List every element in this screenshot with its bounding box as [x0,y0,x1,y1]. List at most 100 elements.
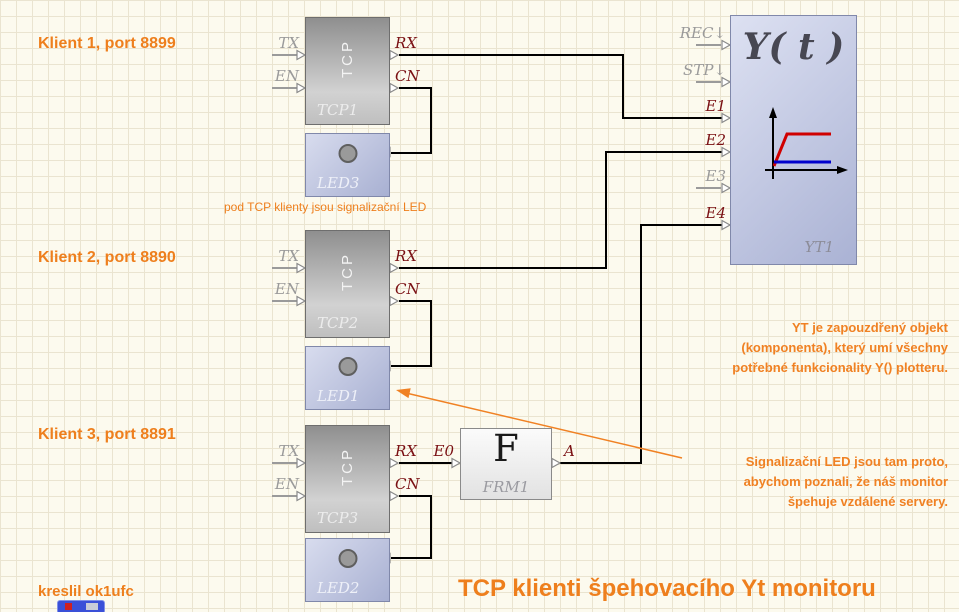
wire-frm-a-v [640,224,642,464]
led2-block[interactable]: LED2 [305,538,390,602]
yt-e4-pin-icon [721,219,731,231]
tcp1-vertical-label-wrap: TCP [306,22,389,94]
led2-indicator-icon [338,549,357,568]
tcp3-vertical-label-wrap: TCP [306,430,389,502]
tcp3-en-stub [272,495,297,497]
yt-e3-label: E3 [705,167,727,185]
yt-stp-pin-icon [721,76,731,88]
tcp2-cn-pin-icon [389,295,399,307]
wire-frm-a-h [560,462,642,464]
wire-e1-h [622,117,722,119]
tcp1-en-label: EN [274,67,299,85]
tcp3-en-label: EN [274,475,299,493]
partial-block-red-icon [65,603,72,610]
led-note: pod TCP klienty jsou signalizační LED [224,200,427,214]
client3-heading: Klient 3, port 8891 [38,426,176,443]
frm1-name: FRM1 [482,478,530,496]
wire-e2-h [605,151,722,153]
yt-stp-stub [696,81,721,83]
client2-heading: Klient 2, port 8890 [38,249,176,266]
tcp2-cn-label: CN [395,280,420,298]
yt-rec-stub [696,44,721,46]
wire-e4-h [640,224,722,226]
yt-annotation-line3: potřebné funkcionality Y() plotteru. [732,360,948,375]
yt1-name: YT1 [804,238,834,256]
tcp2-tx-label: TX [278,247,299,265]
frm1-a-pin-icon [551,457,561,469]
yt-e4-label: E4 [705,204,727,222]
wire-tcp3-cn-h [399,495,431,497]
tcp3-tx-label: TX [278,442,299,460]
wire-led3-h [391,152,431,154]
partial-block-gray-icon [86,603,98,610]
tcp1-cn-label: CN [395,67,420,85]
led-annotation-line3: špehuje vzdálené servery. [787,494,948,509]
tcp1-rx-pin-icon [389,49,399,61]
wire-tcp1-cn-v [430,87,432,154]
tcp3-name: TCP3 [317,509,359,527]
led-annotation-line2: abychom poznali, že náš monitor [743,474,948,489]
frm1-letter: F [493,427,519,470]
led-annotation: Signalizační LED jsou tam proto, abychom… [640,452,948,512]
yt-annotation: YT je zapouzdřený objekt (komponenta), k… [640,318,948,378]
tcp3-cn-pin-icon [389,490,399,502]
yt-rec-label: REC↓ [679,24,726,42]
wire-tcp2-rx-h [399,267,607,269]
tcp2-name: TCP2 [317,314,359,332]
wire-tcp1-rx-h [399,54,623,56]
annotation-arrow-icon [396,388,683,459]
tcp3-en-pin-icon [296,490,306,502]
frm1-e0-label: E0 [433,442,455,460]
tcp1-rx-label: RX [395,34,417,52]
tcp2-tx-stub [272,267,297,269]
tcp1-block[interactable]: TCP TCP1 [305,17,390,125]
tcp2-vertical-label-wrap: TCP [306,235,389,307]
tcp2-rx-pin-icon [389,262,399,274]
wire-tcp2-rx-v [605,151,607,269]
yt-e3-stub [696,187,721,189]
tcp2-en-label: EN [274,280,299,298]
tcp1-name: TCP1 [317,101,359,119]
yt-annotation-line1: YT je zapouzdřený objekt [791,320,948,335]
frm1-block[interactable]: F FRM1 [460,427,552,500]
led1-indicator-icon [338,357,357,376]
yt-rec-pin-icon [721,39,731,51]
tcp3-block[interactable]: TCP TCP3 [305,425,390,533]
tcp3-tx-stub [272,462,297,464]
tcp2-type-label: TCP [339,251,356,291]
yt-stp-label: STP↓ [683,61,726,79]
tcp1-cn-pin-icon [389,82,399,94]
tcp2-block[interactable]: TCP TCP2 [305,230,390,338]
tcp1-tx-pin-icon [296,49,306,61]
tcp1-en-pin-icon [296,82,306,94]
partial-block [57,600,105,612]
led1-name: LED1 [317,387,360,405]
wire-tcp2-cn-v [430,300,432,367]
tcp3-type-label: TCP [339,446,356,486]
tcp2-en-stub [272,300,297,302]
diagram-title: TCP klienti špehovacího Yt monitoru [458,575,876,602]
client1-heading: Klient 1, port 8899 [38,35,176,52]
wire-led2-h [391,557,431,559]
yt1-block[interactable]: Y( t ) YT1 [730,15,857,265]
wire-tcp1-cn-h [399,87,431,89]
wire-led1-h [391,365,431,367]
yt-e1-pin-icon [721,112,731,124]
wire-tcp3-rx-frm [399,462,452,464]
wire-tcp2-cn-h [399,300,431,302]
yt-e2-pin-icon [721,146,731,158]
yt-e1-label: E1 [705,97,727,115]
credit-text: kreslil ok1ufc [38,583,134,600]
led3-indicator-icon [338,144,357,163]
tcp1-tx-label: TX [278,34,299,52]
led3-block[interactable]: LED3 [305,133,390,197]
tcp3-rx-label: RX [395,442,417,460]
led3-name: LED3 [317,174,360,192]
frm1-a-label: A [564,442,575,460]
frm1-e0-pin-icon [451,457,461,469]
led1-block[interactable]: LED1 [305,346,390,410]
yt-e2-label: E2 [705,131,727,149]
yt-plot-icon [765,107,848,179]
tcp2-en-pin-icon [296,295,306,307]
